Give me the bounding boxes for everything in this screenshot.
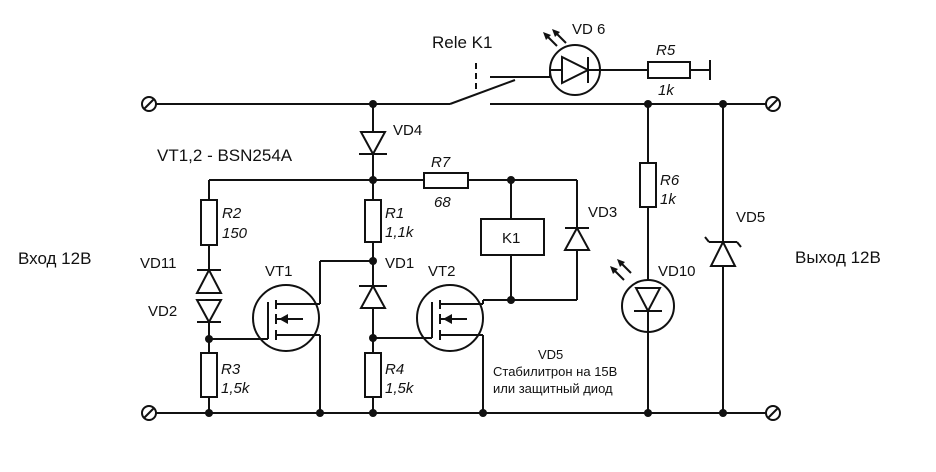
vd6-label: VD 6 [572,21,605,38]
terminal-input-positive[interactable] [141,96,157,112]
r7-label: R7 [431,154,451,171]
vd2-label: VD2 [148,303,177,320]
vd5-note: VD5 Стабилитрон на 15В или защитный диод [493,347,617,396]
relay-contact [449,63,550,105]
r6-label: R6 [660,172,680,189]
vd11-label: VD11 [140,255,176,272]
input-label: Вход 12В [18,249,91,268]
left-branch [195,180,255,413]
vd4-diode [359,104,387,180]
relay-label: Rele K1 [432,33,492,52]
r5-label: R5 [656,42,676,59]
r1-value: 1,1k [385,224,415,241]
vd4-label: VD4 [393,122,422,139]
vd1-label: VD1 [385,255,414,272]
note-title: VD5 [538,347,563,362]
middle-branch [359,180,418,413]
vt2-mosfet [416,284,511,413]
vd5-label: VD5 [736,209,765,226]
r2-label: R2 [222,205,242,222]
r4-label: R4 [385,361,404,378]
r3-label: R3 [221,361,241,378]
r6-value: 1k [660,191,677,208]
vd3-label: VD3 [588,204,617,221]
vd10-label: VD10 [658,263,696,280]
note-line2: или защитный диод [493,381,613,396]
vd3-diode [563,225,591,251]
r2-value: 150 [222,225,248,242]
terminal-output-negative[interactable] [765,405,781,421]
vt2-label: VT2 [428,263,456,280]
r7-value: 68 [434,194,451,211]
vt1-mosfet [252,260,373,413]
r5-resistor [647,60,711,80]
terminal-output-positive[interactable] [765,96,781,112]
output-label: Выход 12В [795,248,881,267]
r4-value: 1,5k [385,380,415,397]
vd6-led [543,29,648,96]
junction-dots [205,100,727,417]
terminal-input-negative[interactable] [141,405,157,421]
note-line1: Стабилитрон на 15В [493,364,617,379]
title-label: VT1,2 - BSN254A [157,146,293,165]
vt1-label: VT1 [265,263,293,280]
k1-label: K1 [502,230,520,247]
r7-resistor [423,172,469,189]
r6-vd10-branch [610,104,675,413]
r3-value: 1,5k [221,380,251,397]
k1-relay-coil [480,180,545,300]
r5-value: 1k [658,82,675,99]
vd5-zener [704,104,742,413]
r1-label: R1 [385,205,404,222]
